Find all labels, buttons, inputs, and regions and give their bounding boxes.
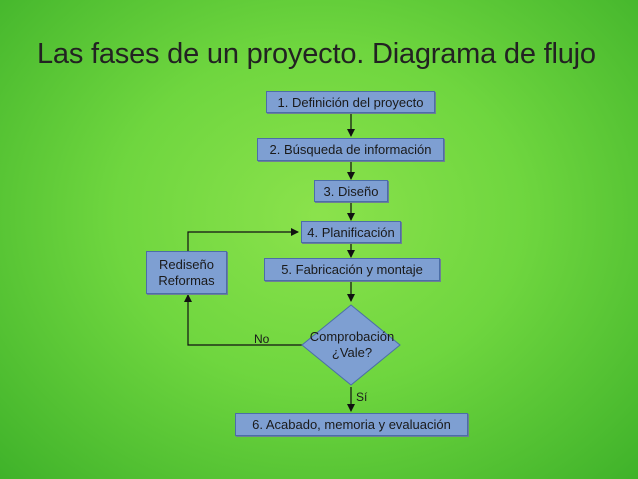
redesign-line-2: Reformas bbox=[158, 272, 215, 288]
decision-line-2: ¿Vale? bbox=[331, 345, 373, 360]
step-1-label: 1. Definición del proyecto bbox=[277, 94, 424, 110]
decision-diamond bbox=[301, 304, 401, 386]
decision-line-1: Comprobación bbox=[309, 329, 395, 344]
step-2-label: 2. Búsqueda de información bbox=[269, 142, 432, 157]
step-6-label: 6. Acabado, memoria y evaluación bbox=[252, 417, 451, 432]
step-2-busqueda: 2. Búsqueda de información bbox=[257, 138, 444, 161]
redesign-box: Rediseño Reformas bbox=[146, 251, 227, 294]
edge-label-yes: Sí bbox=[356, 390, 368, 404]
slide-title: Las fases de un proyecto. Diagrama de fl… bbox=[37, 38, 596, 70]
step-5-label: 5. Fabricación y montaje bbox=[281, 262, 423, 277]
step-4-label: 4. Planificación bbox=[307, 224, 395, 240]
step-5-fabricacion: 5. Fabricación y montaje bbox=[264, 258, 440, 281]
redesign-line-1: Rediseño bbox=[159, 256, 214, 272]
step-4-planificacion: 4. Planificación bbox=[301, 221, 401, 243]
step-6-acabado: 6. Acabado, memoria y evaluación bbox=[235, 413, 468, 436]
step-3-diseno: 3. Diseño bbox=[314, 180, 388, 202]
arrow-decision-redesign bbox=[184, 294, 302, 346]
step-1-definicion: 1. Definición del proyecto bbox=[266, 91, 435, 113]
decision-text: Comprobación ¿Vale? bbox=[296, 329, 408, 361]
arrow-redesign-4 bbox=[187, 228, 299, 251]
step-3-label: 3. Diseño bbox=[323, 183, 379, 199]
edge-label-no: No bbox=[254, 332, 270, 346]
